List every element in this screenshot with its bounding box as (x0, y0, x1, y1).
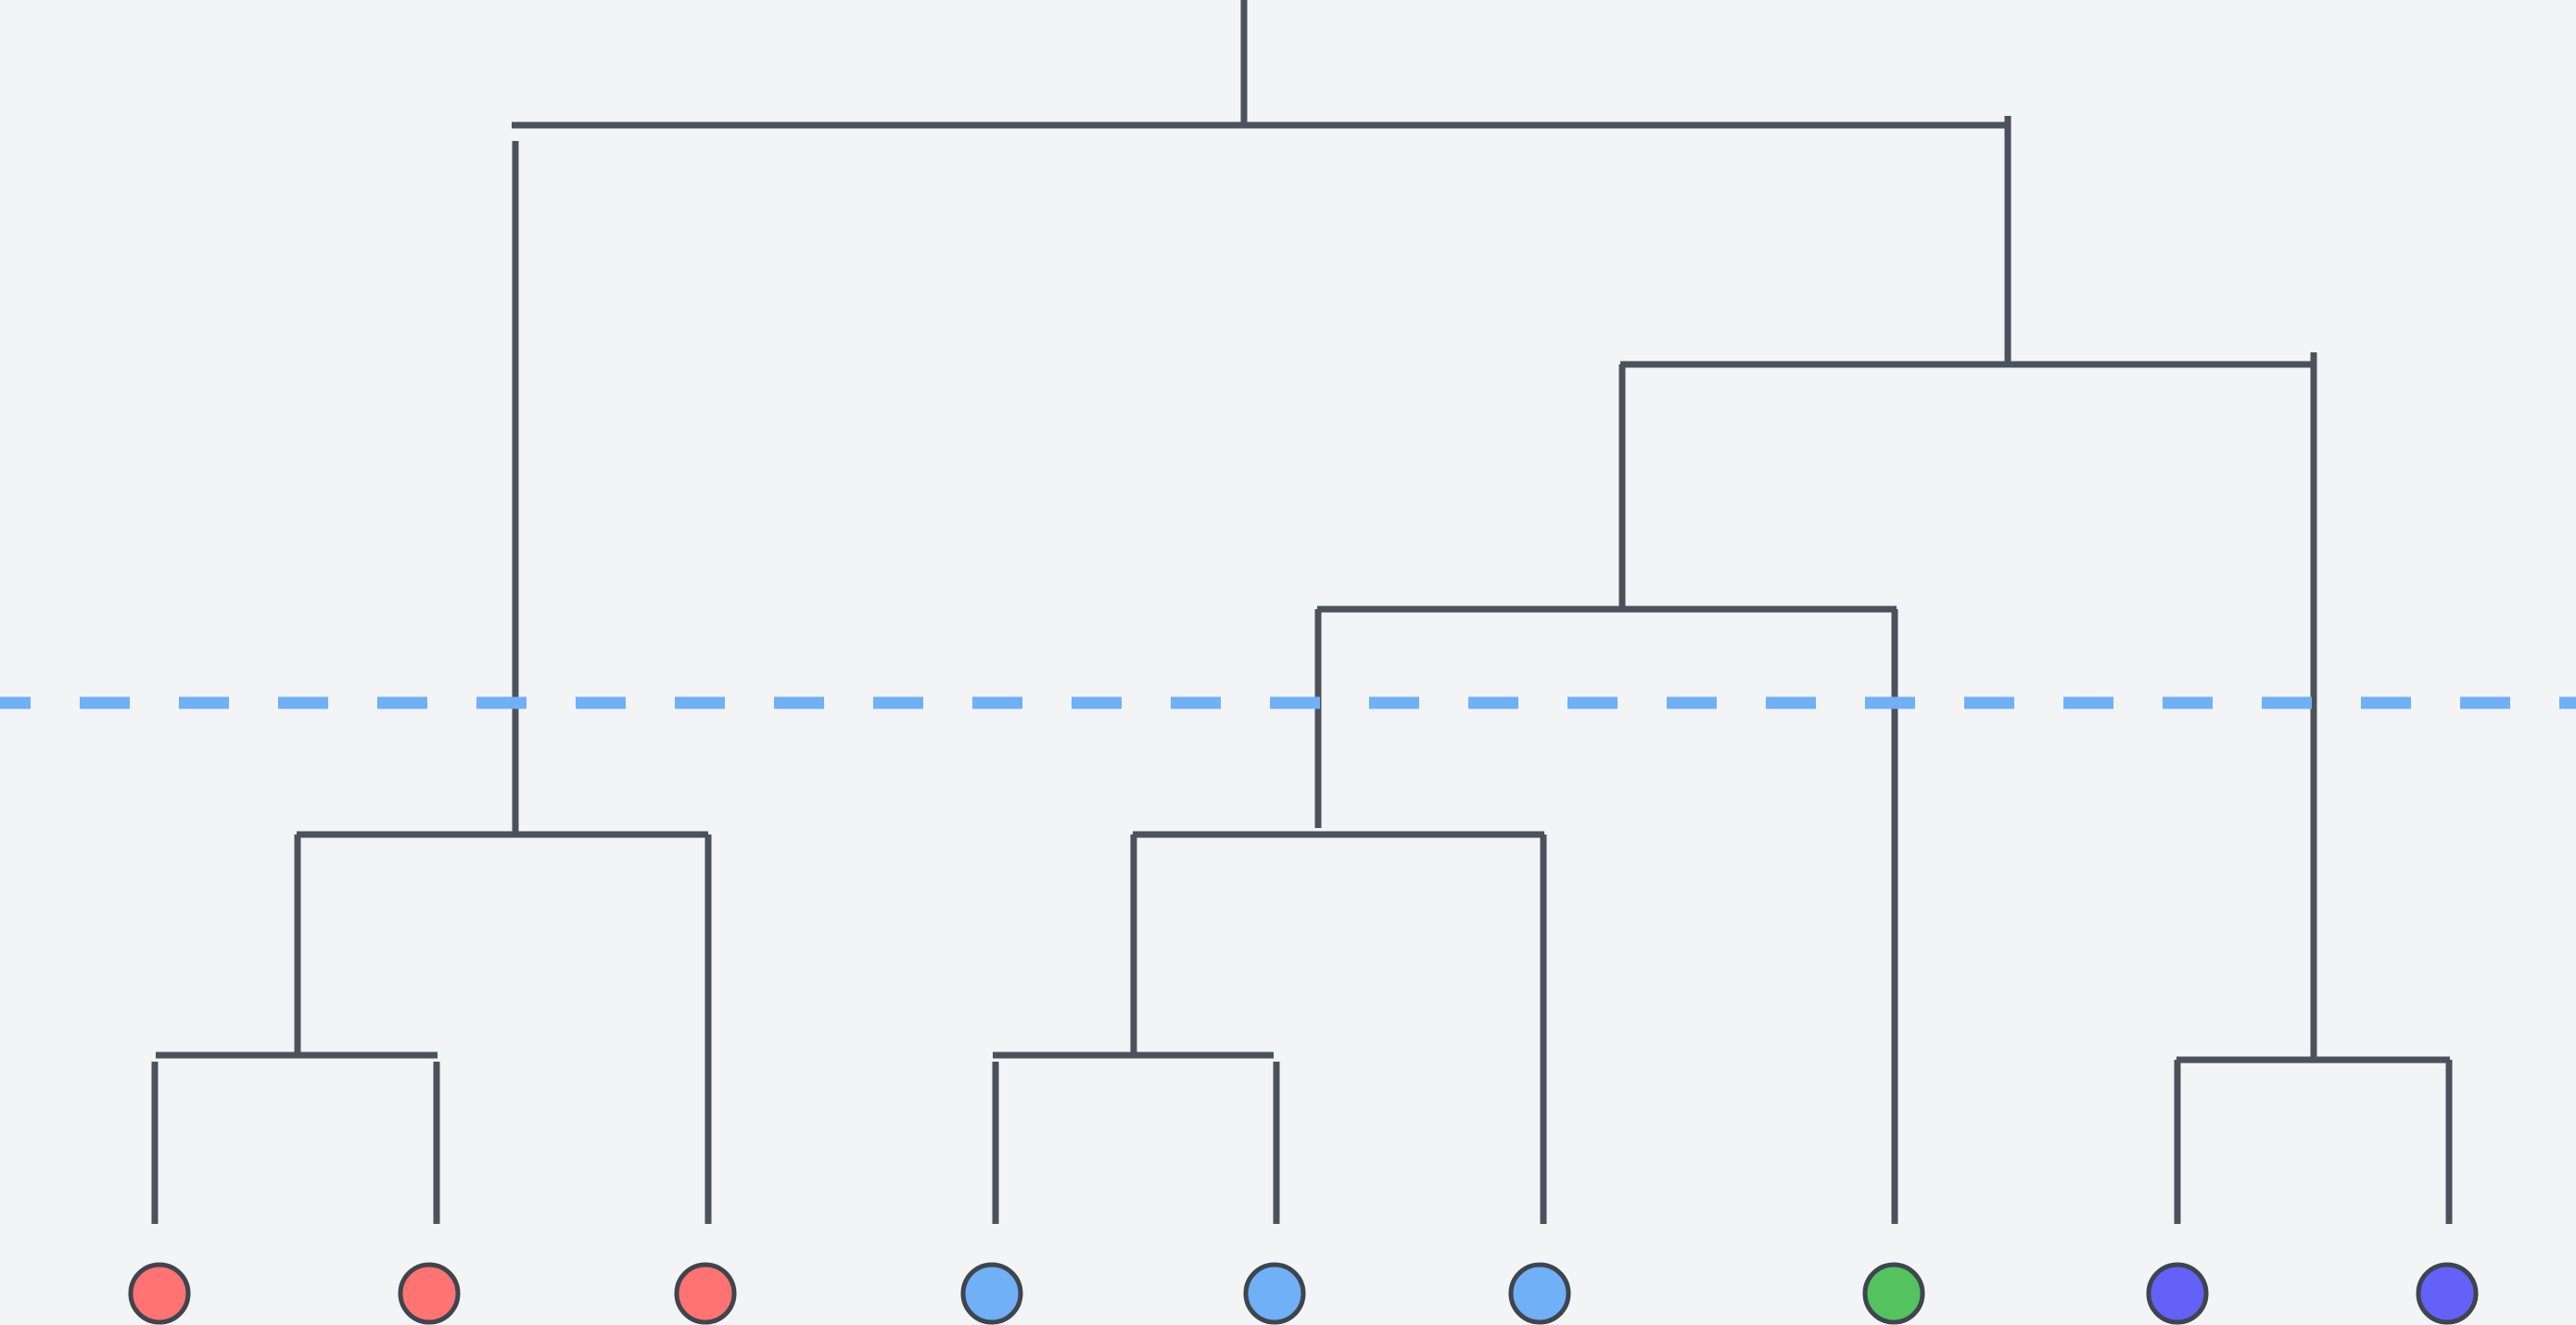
leaf-node-blue (960, 1262, 1023, 1325)
leaf-node-purple (2416, 1262, 2479, 1325)
leaf-node-red (674, 1262, 737, 1325)
leaf-node-red (128, 1262, 191, 1325)
leaf-node-red (398, 1262, 461, 1325)
dendrogram-leaves (128, 1262, 2479, 1325)
leaf-node-green (1862, 1262, 1925, 1325)
leaf-node-purple (2146, 1262, 2209, 1325)
dendrogram-branches (151, 0, 2453, 1224)
leaf-node-blue (1508, 1262, 1571, 1325)
leaf-node-blue (1243, 1262, 1306, 1325)
